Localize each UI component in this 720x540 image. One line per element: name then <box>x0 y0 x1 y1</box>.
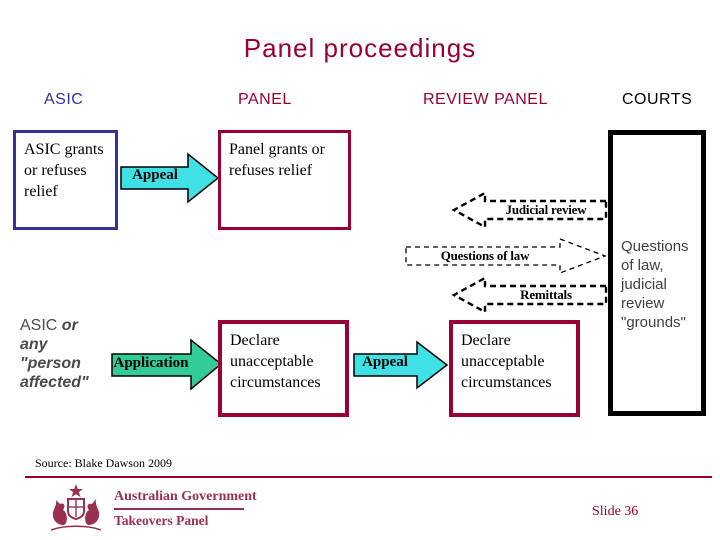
source-note: Source: Blake Dawson 2009 <box>35 456 172 470</box>
judicial-review-arrow: Judicial review <box>451 191 608 229</box>
questions-of-law-label: Questions of law <box>440 248 530 263</box>
column-header-review-panel: REVIEW PANEL <box>423 91 548 108</box>
applicant-text-emphasis: or any "person affected" <box>20 317 89 391</box>
appeal-arrow-label: Appeal <box>362 354 408 370</box>
footer-divider <box>25 476 712 478</box>
coat-of-arms-icon <box>50 484 102 531</box>
applicant-text: ASIC or any "person affected" <box>20 316 108 392</box>
left-dashed-arrow-icon <box>451 191 608 229</box>
right-dashed-arrow-icon <box>405 238 607 274</box>
slide-number: Slide 36 <box>592 504 639 519</box>
government-logo-text: Australian Government Takeovers Panel <box>114 489 257 529</box>
panel-declare-box: Declare unacceptable circumstances <box>218 320 349 417</box>
asic-relief-box: ASIC grants or refuses relief <box>13 130 118 230</box>
government-logo-line1: Australian Government <box>114 489 257 504</box>
application-arrow: Application <box>111 336 223 393</box>
courts-box: Questions of law, judicial review "groun… <box>608 130 706 416</box>
logo-rule <box>114 508 244 510</box>
panel-relief-box: Panel grants or refuses relief <box>218 130 351 230</box>
application-arrow-label: Application <box>113 355 189 371</box>
right-arrow-icon <box>120 152 220 204</box>
right-arrow-icon <box>353 340 449 390</box>
remittals-arrow: Remittals <box>451 276 608 314</box>
government-logo-line2: Takeovers Panel <box>114 513 209 528</box>
column-header-asic: ASIC <box>44 91 84 108</box>
page-title: Panel proceedings <box>243 33 477 63</box>
column-header-panel: PANEL <box>238 91 292 108</box>
review-declare-box: Declare unacceptable circumstances <box>449 320 580 417</box>
appeal-arrow-2: Appeal <box>353 339 449 391</box>
remittals-label: Remittals <box>520 287 572 302</box>
appeal-arrow-label: Appeal <box>132 167 178 183</box>
applicant-text-normal: ASIC <box>20 317 62 334</box>
questions-of-law-arrow: Questions of law <box>405 237 608 275</box>
judicial-review-label: Judicial review <box>505 202 587 217</box>
column-header-courts: COURTS <box>622 91 693 108</box>
right-arrow-icon <box>111 338 223 391</box>
left-dashed-arrow-icon <box>451 276 608 314</box>
appeal-arrow-1: Appeal <box>120 151 220 205</box>
